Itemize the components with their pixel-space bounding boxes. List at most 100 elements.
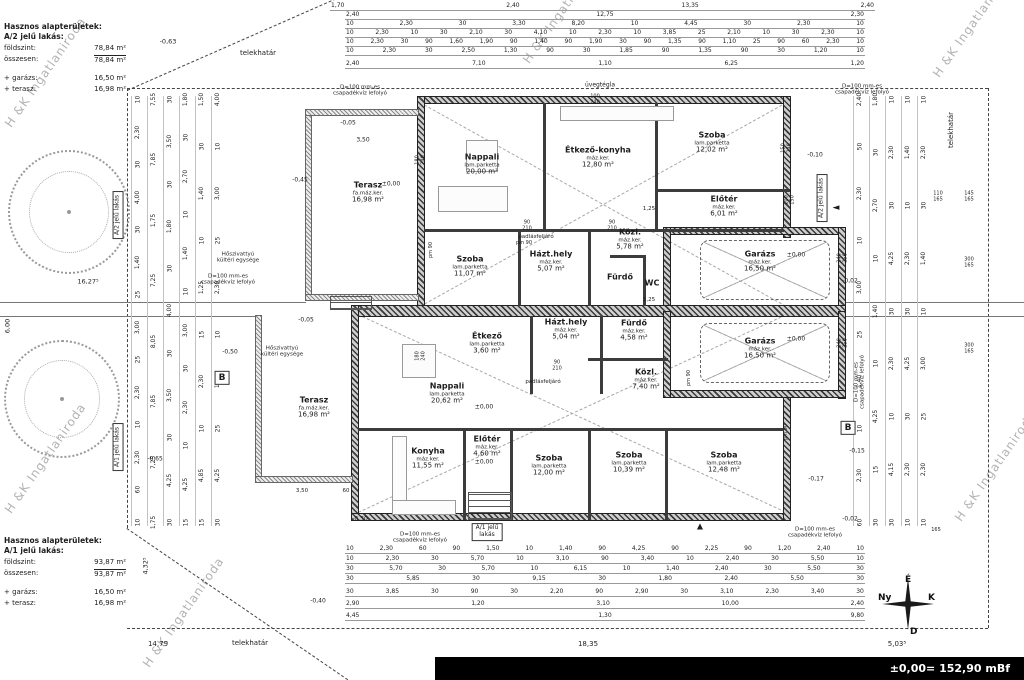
dim-number: 2,90 <box>635 588 649 595</box>
dim-number: 10 <box>346 47 354 54</box>
dim-number: 30 <box>346 575 354 582</box>
dim-number: 90 <box>546 47 554 54</box>
dim-number: 10 <box>197 236 205 245</box>
table-label: földszint: <box>4 558 36 566</box>
annotation: telekhatár <box>240 48 276 57</box>
dim-number: 10 <box>568 29 577 36</box>
dim-number: 30 <box>431 555 439 562</box>
annotation: Hőszivattyú kültéri egysége <box>260 345 304 358</box>
dim-number: 7,85 <box>150 153 158 167</box>
annotation: Hőszivattyú kültéri egysége <box>216 251 260 264</box>
dim-number: 10 <box>181 211 189 219</box>
dim-number: 2,20 <box>550 588 564 595</box>
dim-number: 30 <box>903 307 911 315</box>
dim-number: 10 <box>856 29 864 36</box>
dim-number: 60 <box>133 486 141 494</box>
dim-number: 90 <box>564 38 573 45</box>
dimension-line <box>345 19 865 20</box>
dim-number: 30 <box>903 412 911 421</box>
annotation: telekhatár <box>946 112 955 148</box>
room-area: 5,78 m² <box>616 242 644 251</box>
dim-number: 4,00 <box>134 190 142 204</box>
dim-number: 1,10 <box>598 60 612 67</box>
dim-number: 90 <box>470 588 479 595</box>
dim-number: 4,25 <box>872 410 880 424</box>
dim-number: 10 <box>856 555 864 562</box>
dim-number: 5,50 <box>810 555 825 562</box>
dim-number: 90 <box>740 47 749 54</box>
dim-number: 10 <box>346 20 354 27</box>
dim-number: 90 <box>671 545 679 552</box>
room-label: Fürdő <box>607 273 633 283</box>
dim-number: 15 <box>197 518 205 527</box>
dim-number: 9,15 <box>532 575 546 582</box>
dim-number: 10 <box>887 95 895 104</box>
dim-number: 30 <box>431 588 439 595</box>
room-name: Házt.hely <box>529 249 573 259</box>
wall-segment <box>588 232 591 306</box>
annotation: 16,27⁵ <box>77 277 99 286</box>
annotation: 240 250 <box>836 253 848 263</box>
dim-number: 10 <box>197 424 205 433</box>
dim-number: 2,90 <box>346 600 360 607</box>
dim-number: 4,25 <box>166 473 174 487</box>
site-line <box>0 302 306 303</box>
room-floor-finish: máz.ker. <box>416 456 440 463</box>
dim-number: 30 <box>771 555 779 562</box>
annotation: 240 250 <box>836 338 848 348</box>
wall-segment <box>530 316 533 394</box>
table-label: földszint: <box>4 44 36 52</box>
dim-number: 30 <box>763 565 772 572</box>
dim-number: 1,60 <box>449 38 463 45</box>
dim-number: 2,30 <box>920 145 928 160</box>
dim-number: 2,30 <box>888 145 896 160</box>
room-floor-finish: máz.ker. <box>748 259 772 266</box>
room-name: Nappali <box>429 381 465 391</box>
table-title: Hasznos alapterületek: <box>4 22 102 31</box>
dim-number: 30 <box>887 201 895 210</box>
car-outline <box>700 240 830 300</box>
annotation: -0,30 <box>352 515 368 523</box>
dim-number: 1,40 <box>182 246 190 260</box>
annotation: 165 <box>931 527 941 534</box>
dimension-line <box>345 37 865 38</box>
dim-number: 10 <box>903 95 911 104</box>
dim-number: 10 <box>181 441 189 450</box>
area-table-a2: Hasznos alapterületek: A/2 jelű lakás: f… <box>4 22 126 93</box>
dim-number: 90 <box>509 38 518 45</box>
dim-number: 90 <box>595 588 604 595</box>
annotation: ±0,00 <box>381 180 401 188</box>
annotation: pm 90 <box>428 242 435 258</box>
dim-number: 6,25 <box>724 60 738 67</box>
dim-number: 3,50 <box>166 135 174 149</box>
annotation: padlásfeljáró <box>518 233 554 240</box>
dim-number: 7,85 <box>150 394 158 409</box>
dim-number: 90 <box>661 47 670 54</box>
dim-number: 10 <box>181 287 189 296</box>
dim-number: 10 <box>856 545 864 552</box>
annotation: -0,50 <box>222 348 238 356</box>
dim-number: 3,00 <box>182 323 190 337</box>
annotation: ±0,00 <box>474 403 494 411</box>
dim-number: 10 <box>919 307 927 315</box>
dim-number: 3,10 <box>596 600 610 607</box>
annotation: -0,17 <box>808 475 824 483</box>
dim-number: 2,30 <box>134 385 142 399</box>
dim-number: 1,40 <box>534 38 548 45</box>
wall-segment <box>305 109 419 116</box>
dim-number: 10 <box>630 20 639 27</box>
dim-number: 2,40 <box>724 575 738 582</box>
annotation: 180 240 <box>414 155 426 165</box>
furniture-outline <box>392 500 456 515</box>
